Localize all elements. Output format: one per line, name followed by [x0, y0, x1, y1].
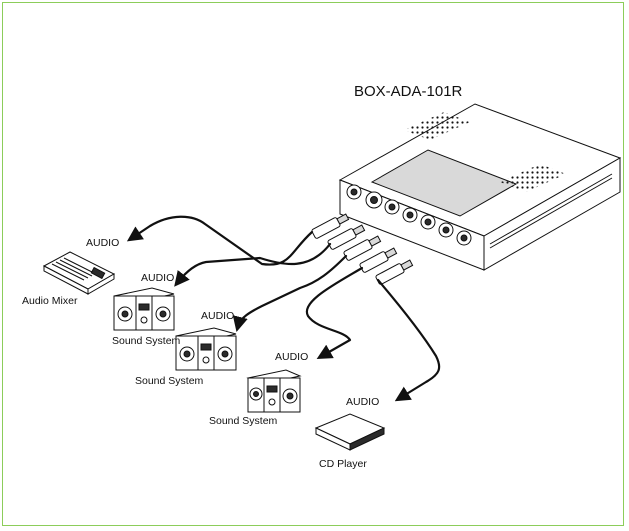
- audio-cables: [126, 215, 441, 402]
- box-ada-101r-device: BOX-ADA-101R: [338, 83, 622, 271]
- cable-sound-system-1: [174, 242, 332, 287]
- equipment-label-audio-mixer: Audio Mixer: [22, 295, 78, 307]
- device-title: BOX-ADA-101R: [354, 83, 463, 100]
- audio-label-5: AUDIO: [346, 396, 379, 408]
- audio-label-1: AUDIO: [86, 237, 119, 249]
- audio-mixer-device: [42, 251, 116, 295]
- cable-sound-system-2: [232, 254, 348, 332]
- sound-system-3-device: [246, 369, 302, 413]
- cable-audio-mixer: [126, 215, 314, 266]
- audio-label-4: AUDIO: [275, 351, 308, 363]
- rca-plugs: [311, 213, 414, 285]
- cd-player-device: [314, 413, 386, 451]
- sound-system-2-device: [175, 327, 237, 371]
- device-ports: [346, 184, 472, 246]
- audio-label-3: AUDIO: [201, 310, 234, 322]
- diagram-frame: [2, 2, 624, 526]
- equipment-label-sound-system-3: Sound System: [209, 415, 278, 427]
- sound-system-1-device: [113, 287, 175, 331]
- cable-sound-system-3: [305, 266, 364, 360]
- equipment-label-sound-system-1: Sound System: [112, 335, 181, 347]
- equipment-label-cd-player: CD Player: [319, 458, 367, 470]
- equipment-label-sound-system-2: Sound System: [135, 375, 204, 387]
- audio-label-2: AUDIO: [141, 272, 174, 284]
- cable-cd-player: [376, 278, 441, 402]
